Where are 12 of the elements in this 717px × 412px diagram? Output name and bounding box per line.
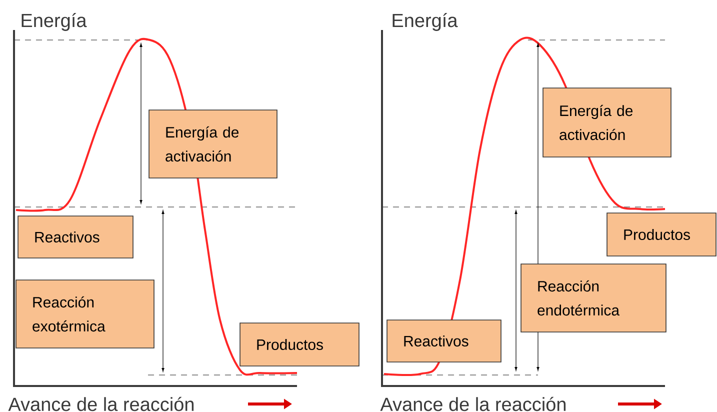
label-box: Productos (240, 322, 360, 366)
label-box: Productos (606, 212, 716, 256)
axis-label: Energía (22, 13, 87, 31)
label-box: Reactivos (386, 320, 502, 362)
label-box: Energía de activación (148, 110, 278, 178)
label-box: Energía de activación (542, 88, 672, 158)
label-box: Reacción exotérmica (16, 280, 154, 348)
axis-label: Avance de la reacción (8, 396, 194, 412)
label-box: Reactivos (18, 216, 134, 258)
label-box: Reacción endotérmica (520, 264, 666, 332)
axis-label: Energía (392, 13, 458, 31)
axis-label: Avance de la reacción (380, 396, 566, 412)
